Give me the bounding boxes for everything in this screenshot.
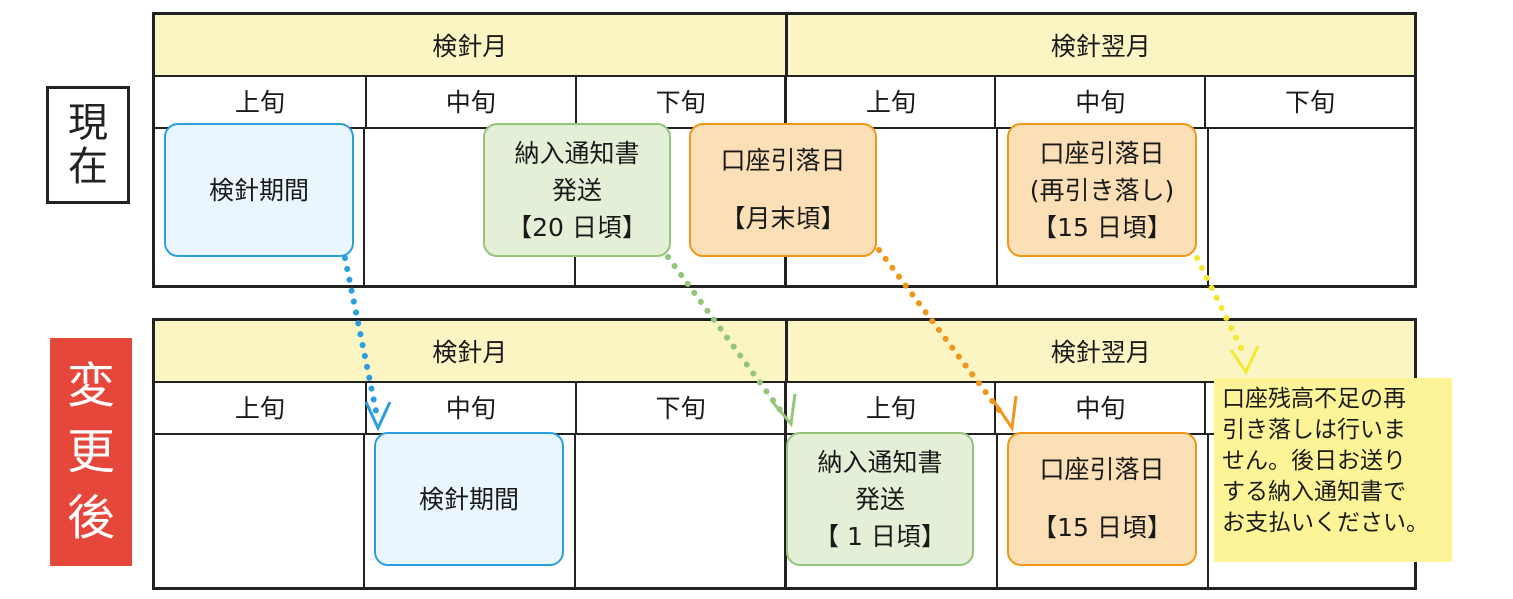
new-meter-period-box: 検針期間 <box>374 432 564 566</box>
note-line: せん。後日お送り <box>1222 448 1406 474</box>
column-divider <box>363 127 365 285</box>
box-text: 口座引落日 <box>1039 138 1165 168</box>
meter-month-header: 検針月 <box>432 338 508 367</box>
decade-header: 下旬 <box>1204 75 1414 127</box>
box-text: 発送 <box>551 175 602 205</box>
decade-header: 中旬 <box>994 381 1204 433</box>
box-text: 検針期間 <box>208 175 309 205</box>
note-line: 引き落しは行いま <box>1222 417 1406 443</box>
decade-header: 中旬 <box>364 75 575 127</box>
after-label-char: 変 <box>66 358 115 414</box>
next-month-header: 検針翌月 <box>784 15 1415 75</box>
decade-header: 上旬 <box>784 75 994 127</box>
current-meter-period-box: 検針期間 <box>164 123 354 257</box>
month-divider <box>784 433 787 587</box>
box-text: 【20 日頃】 <box>507 212 647 242</box>
box-text: 口座引落日 <box>1039 455 1165 484</box>
current-notice-box: 納入通知書 発送 【20 日頃】 <box>483 123 671 257</box>
after-label-char: 更 <box>66 424 115 480</box>
after-label-char: 後 <box>66 490 115 546</box>
decade-header: 中旬 <box>994 75 1204 127</box>
note-line: する納入通知書で <box>1222 479 1406 505</box>
notice-arrowhead <box>769 393 797 428</box>
current-label-char: 現 <box>68 100 108 146</box>
decade-header: 上旬 <box>234 88 285 117</box>
new-schedule-table: 検針月 検針翌月 上旬 中旬 下旬 上旬 中旬 下旬 <box>152 318 1417 590</box>
notice-arrow <box>665 254 786 417</box>
redebit-arrow <box>1194 255 1248 359</box>
box-text: 【月末頃】 <box>720 204 846 233</box>
note-line: お支払いください。 <box>1222 510 1429 536</box>
new-notice-box: 納入通知書 発送 【 1 日頃】 <box>786 432 974 566</box>
current-redebit-box: 口座引落日 (再引き落し) 【15 日頃】 <box>1007 123 1197 257</box>
decade-header: 下旬 <box>574 75 785 127</box>
redebit-arrowhead <box>1229 345 1260 376</box>
redebit-discontinued-note: 口座残高不足の再 引き落しは行いま せん。後日お送り する納入通知書で お支払い… <box>1214 378 1452 562</box>
column-divider <box>1207 433 1209 587</box>
decade-header: 上旬 <box>234 394 285 423</box>
box-text: 発送 <box>854 484 905 514</box>
current-label: 現 在 <box>46 86 130 204</box>
decade-header: 上旬 <box>784 381 994 433</box>
meter-month-header: 検針月 <box>432 32 508 61</box>
box-text: 口座引落日 <box>720 146 846 175</box>
column-divider <box>996 433 998 587</box>
new-debit-box: 口座引落日 【15 日頃】 <box>1007 432 1197 566</box>
box-text: (再引き落し) <box>1029 175 1175 205</box>
decade-header: 中旬 <box>364 381 575 433</box>
box-text: 【15 日頃】 <box>1032 212 1172 242</box>
note-line: 口座残高不足の再 <box>1222 386 1406 412</box>
column-divider <box>996 127 998 285</box>
debit-arrow <box>876 247 1005 417</box>
current-label-char: 在 <box>68 144 108 190</box>
debit-arrowhead <box>991 395 1018 433</box>
current-debit-box: 口座引落日 【月末頃】 <box>689 123 877 257</box>
meter-period-arrow <box>342 255 380 419</box>
column-divider <box>574 433 576 587</box>
column-divider <box>1207 127 1209 285</box>
box-text: 納入通知書 <box>514 138 640 168</box>
box-text: 検針期間 <box>418 484 519 514</box>
meter-period-arrowhead <box>364 401 392 432</box>
box-text: 【15 日頃】 <box>1032 513 1172 542</box>
column-divider <box>363 433 365 587</box>
after-change-label: 変 更 後 <box>50 338 132 566</box>
next-month-header: 検針翌月 <box>784 321 1415 381</box>
month-header-row: 検針月 検針翌月 <box>155 15 1414 77</box>
box-text: 【 1 日頃】 <box>814 521 946 551</box>
box-text: 納入通知書 <box>817 447 943 477</box>
decade-header: 下旬 <box>574 381 785 433</box>
